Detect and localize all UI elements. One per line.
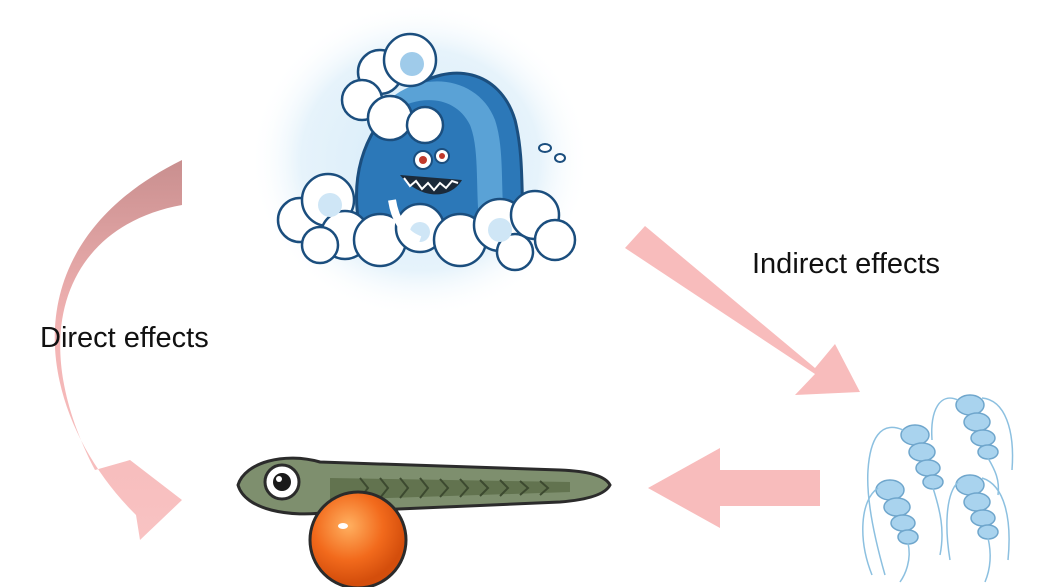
prey-to-larva-arrow [648,448,820,528]
wave-monster-illustration [250,2,590,318]
indirect-effects-label: Indirect effects [752,248,940,281]
fish-larva-illustration [238,458,610,587]
copepods-illustration [863,395,1013,582]
direct-effects-label: Direct effects [40,322,209,355]
